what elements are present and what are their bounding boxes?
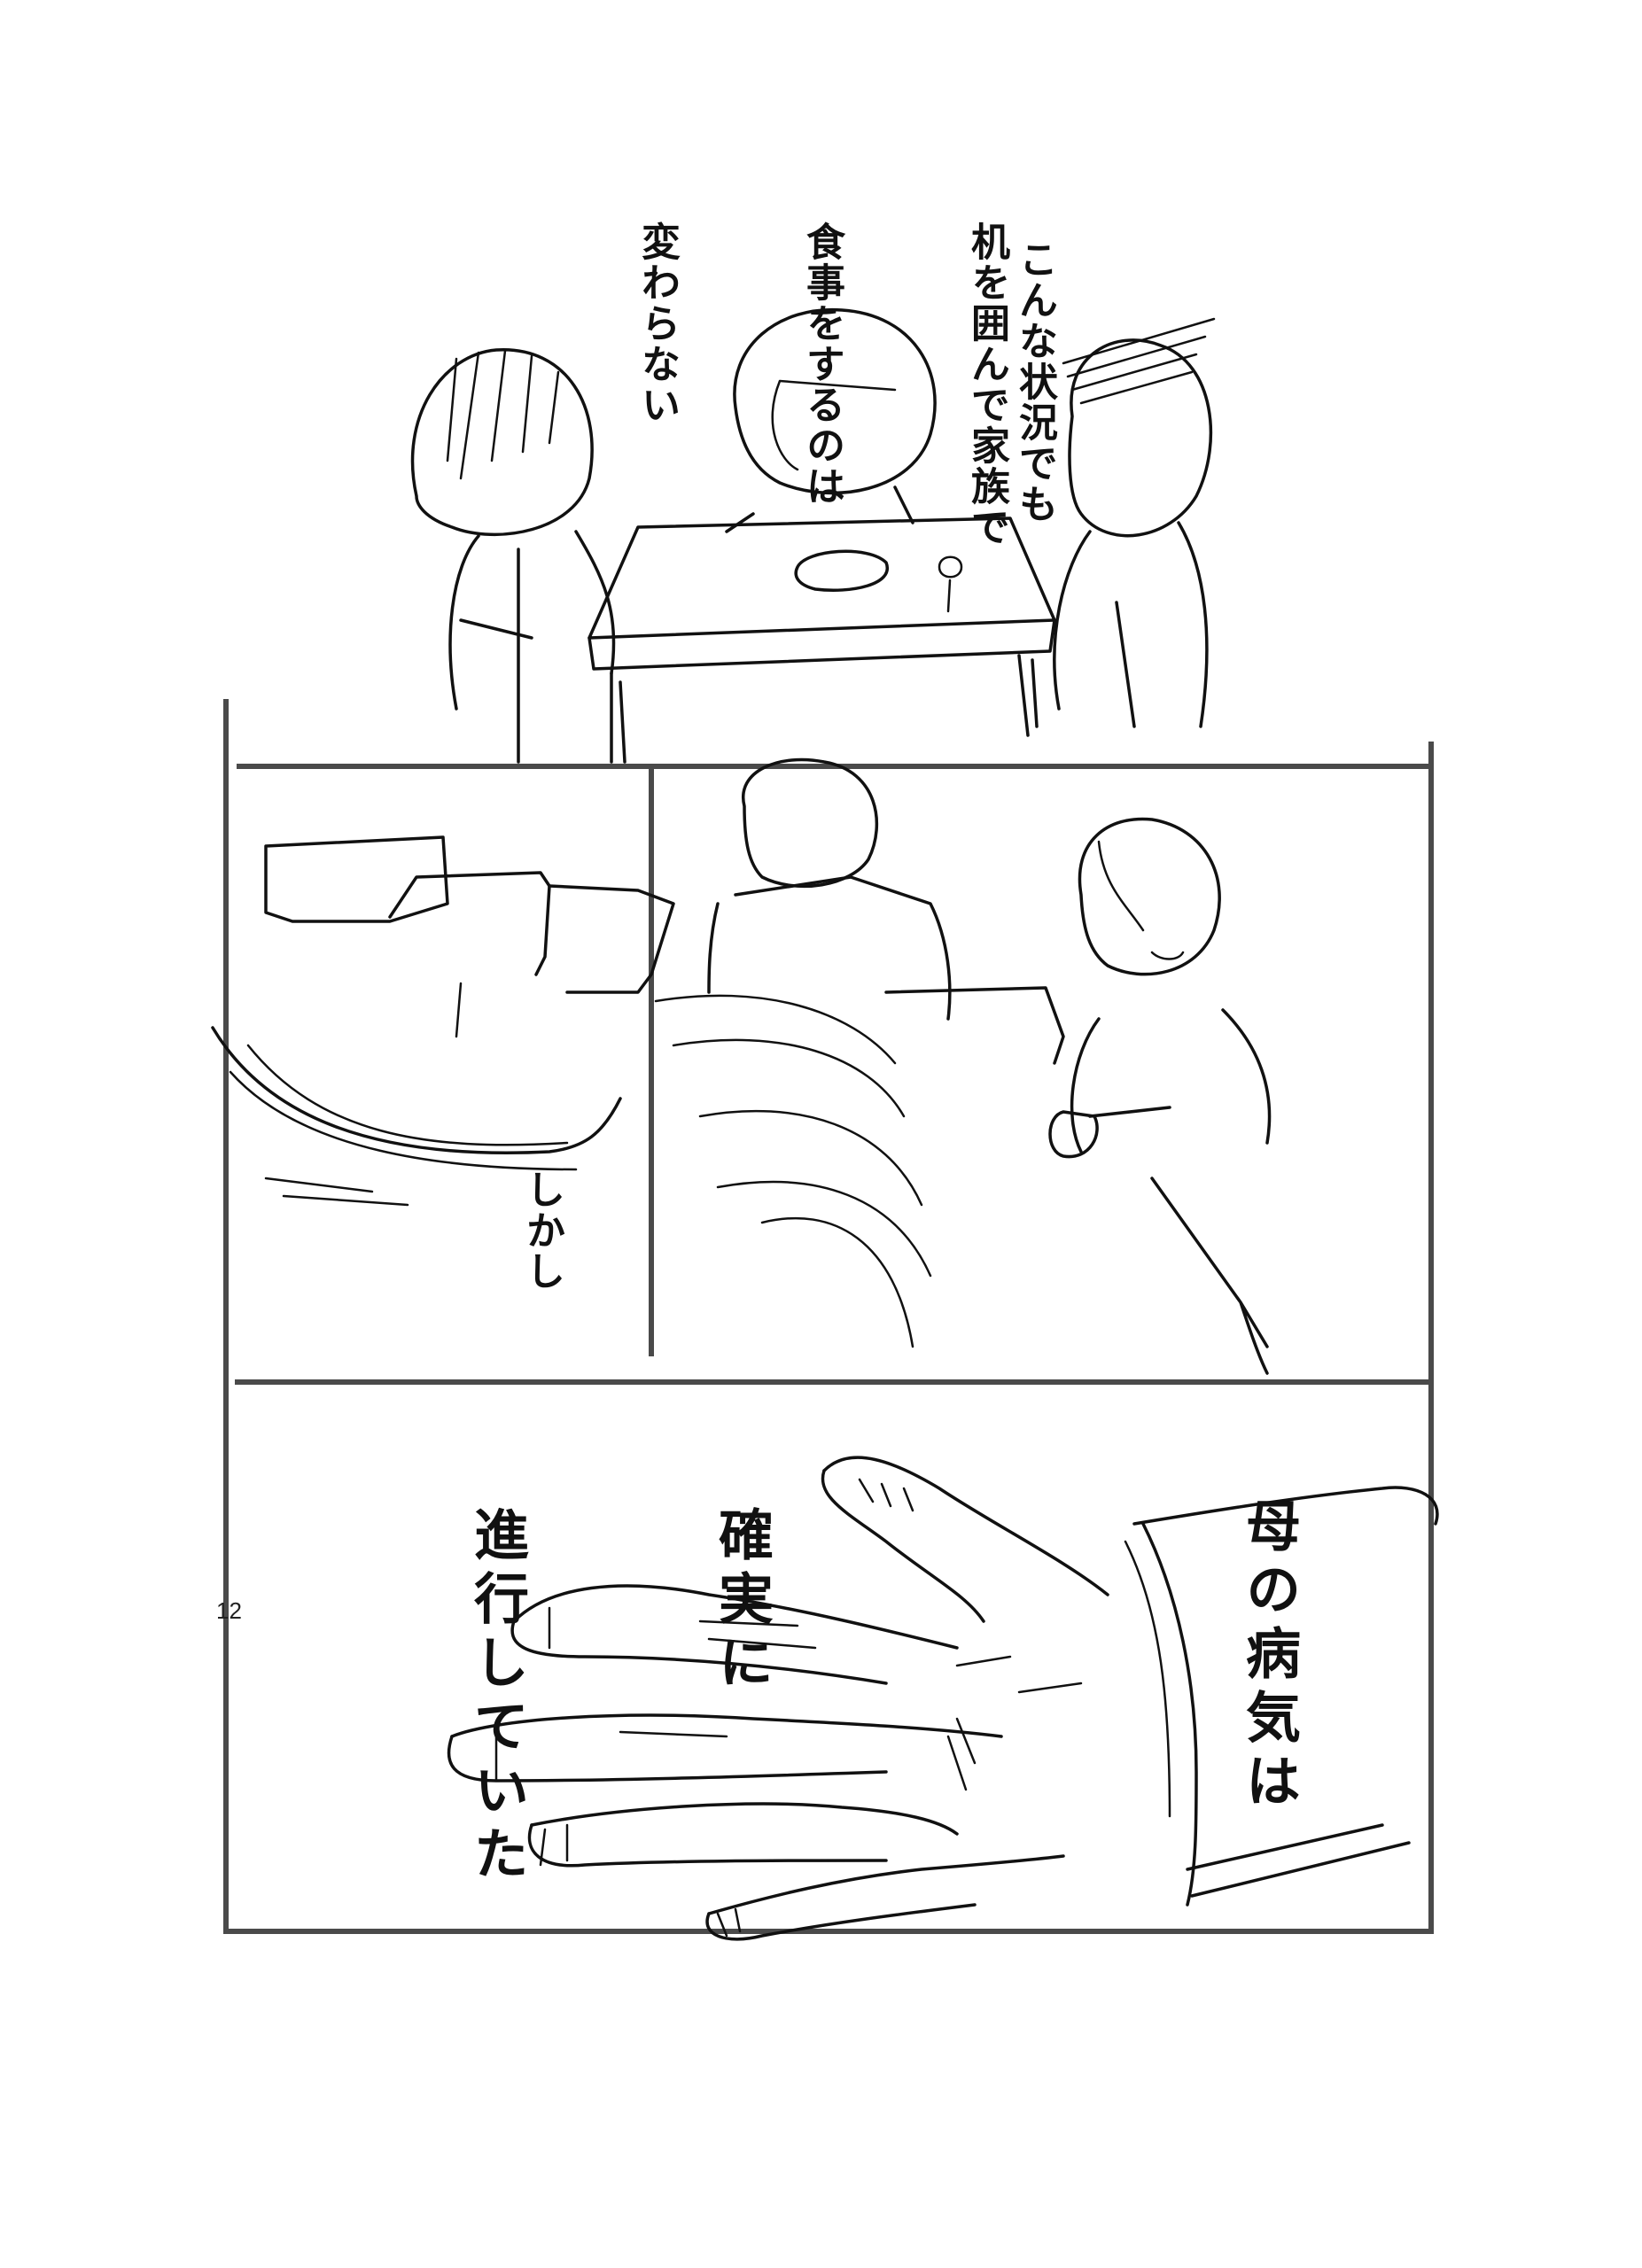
caption-mothers-illness: 母の病気は bbox=[1236, 1497, 1301, 1816]
caption-family-meal-line-2: 食事をするのは bbox=[799, 221, 844, 507]
caption-family-meal-line-1: 机を囲んで家族で bbox=[964, 221, 1009, 548]
hand-sketch bbox=[447, 1456, 1439, 1941]
page-number: 12 bbox=[216, 1597, 242, 1624]
caption-progressing-line-2: 進行していた bbox=[464, 1506, 529, 1889]
caption-however: しかし bbox=[519, 1169, 564, 1292]
caption-progressing-line-1: 確実に bbox=[709, 1506, 774, 1697]
panel-frames bbox=[223, 699, 1434, 1934]
family-table-sketch bbox=[410, 307, 1216, 764]
caption-family-meal-line-3: 変わらない bbox=[634, 221, 680, 425]
serving-scene-sketch bbox=[654, 757, 1272, 1375]
caption-family-meal: 机を囲んで家族で 食事をするのは 変わらない bbox=[519, 221, 1124, 548]
bowl-sketch bbox=[211, 835, 675, 1207]
caption-progressing: 確実に 進行していた bbox=[292, 1506, 945, 1889]
caption-situation: こんな状況でも bbox=[1012, 239, 1057, 524]
